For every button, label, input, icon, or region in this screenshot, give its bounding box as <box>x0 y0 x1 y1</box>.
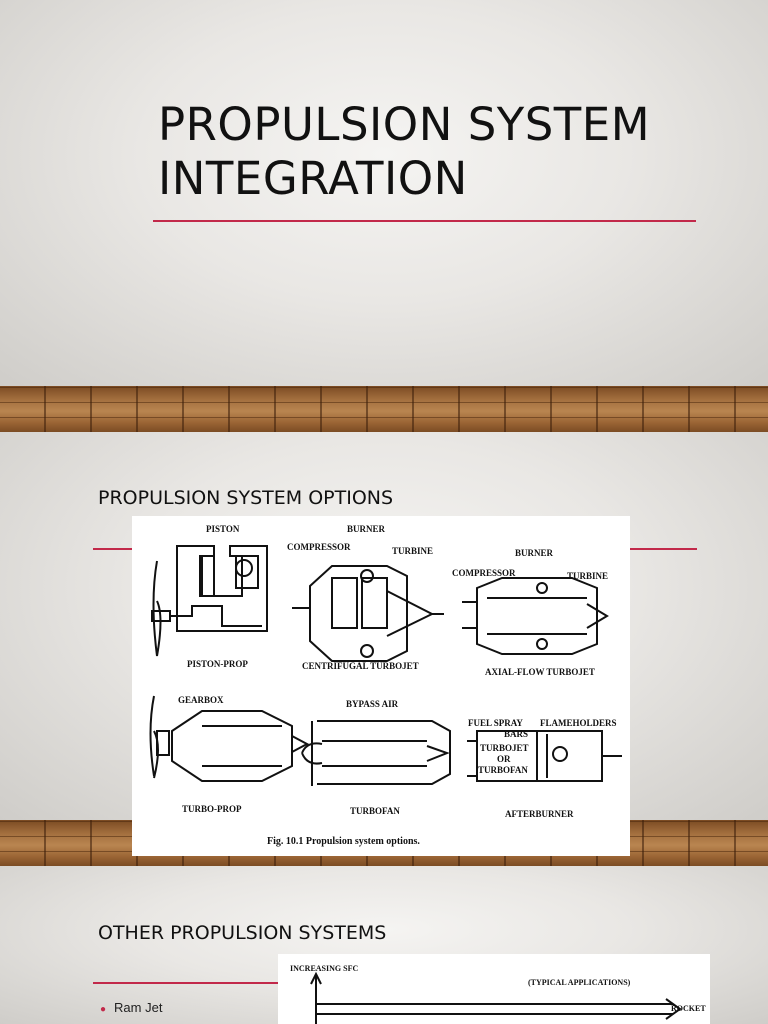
label-piston-prop: PISTON-PROP <box>187 659 248 669</box>
label-increasing-sfc: INCREASING SFC <box>290 964 358 973</box>
label-rocket: ROCKET <box>671 1004 706 1013</box>
label-axial-flow-turbojet: AXIAL-FLOW TURBOJET <box>485 667 595 677</box>
label-turbo-prop: TURBO-PROP <box>182 804 242 814</box>
label-fuel-spray: FUEL SPRAY <box>468 718 523 728</box>
figure-caption: Fig. 10.1 Propulsion system options. <box>267 836 420 847</box>
bullet-dot-icon: ● <box>100 1004 107 1015</box>
label-compressor-1: COMPRESSOR <box>287 542 351 552</box>
label-gearbox: GEARBOX <box>178 695 224 705</box>
wood-floor-strip <box>0 386 768 432</box>
title-underline-right <box>630 548 697 550</box>
label-bypass-air: BYPASS AIR <box>346 699 399 709</box>
label-afterburner: AFTERBURNER <box>505 809 574 819</box>
label-burner-1: BURNER <box>347 524 386 534</box>
title-underline <box>153 220 696 222</box>
sfc-figure: INCREASING SFC (TYPICAL APPLICATIONS) RO… <box>278 954 710 1024</box>
label-piston: PISTON <box>206 524 240 534</box>
label-flameholders: FLAMEHOLDERS <box>540 718 617 728</box>
label-bars: BARS <box>504 729 528 739</box>
propulsion-options-figure: PISTON BURNER COMPRESSOR TURBINE BURNER … <box>132 516 630 856</box>
slide-2: PROPULSION SYSTEM OPTIONS <box>0 432 768 866</box>
slide-title: PROPULSION SYSTEM OPTIONS <box>98 487 394 509</box>
slide-background <box>0 0 768 386</box>
label-compressor-2: COMPRESSOR <box>452 568 516 578</box>
label-typical-applications: (TYPICAL APPLICATIONS) <box>528 978 631 987</box>
bullet-item: ● Ram Jet <box>100 1000 162 1015</box>
bullet-text: Ram Jet <box>114 1000 163 1015</box>
label-turbine-1: TURBINE <box>392 546 433 556</box>
label-turbofan: TURBOFAN <box>350 806 400 816</box>
label-centrifugal-turbojet: CENTRIFUGAL TURBOJET <box>302 661 419 671</box>
label-burner-2: BURNER <box>515 548 554 558</box>
slide-title: OTHER PROPULSION SYSTEMS <box>98 922 387 944</box>
label-or: OR <box>497 754 511 764</box>
label-turbofan-box: TURBOFAN <box>478 765 528 775</box>
slide-3: OTHER PROPULSION SYSTEMS ● Ram Jet INCREA… <box>0 866 768 1024</box>
slide-title: PROPULSION SYSTEM INTEGRATION <box>158 98 651 205</box>
slide-1: PROPULSION SYSTEM INTEGRATION <box>0 0 768 432</box>
label-turbine-2: TURBINE <box>567 571 608 581</box>
title-underline <box>93 982 278 984</box>
title-underline-left <box>93 548 133 550</box>
label-turbojet: TURBOJET <box>480 743 529 753</box>
